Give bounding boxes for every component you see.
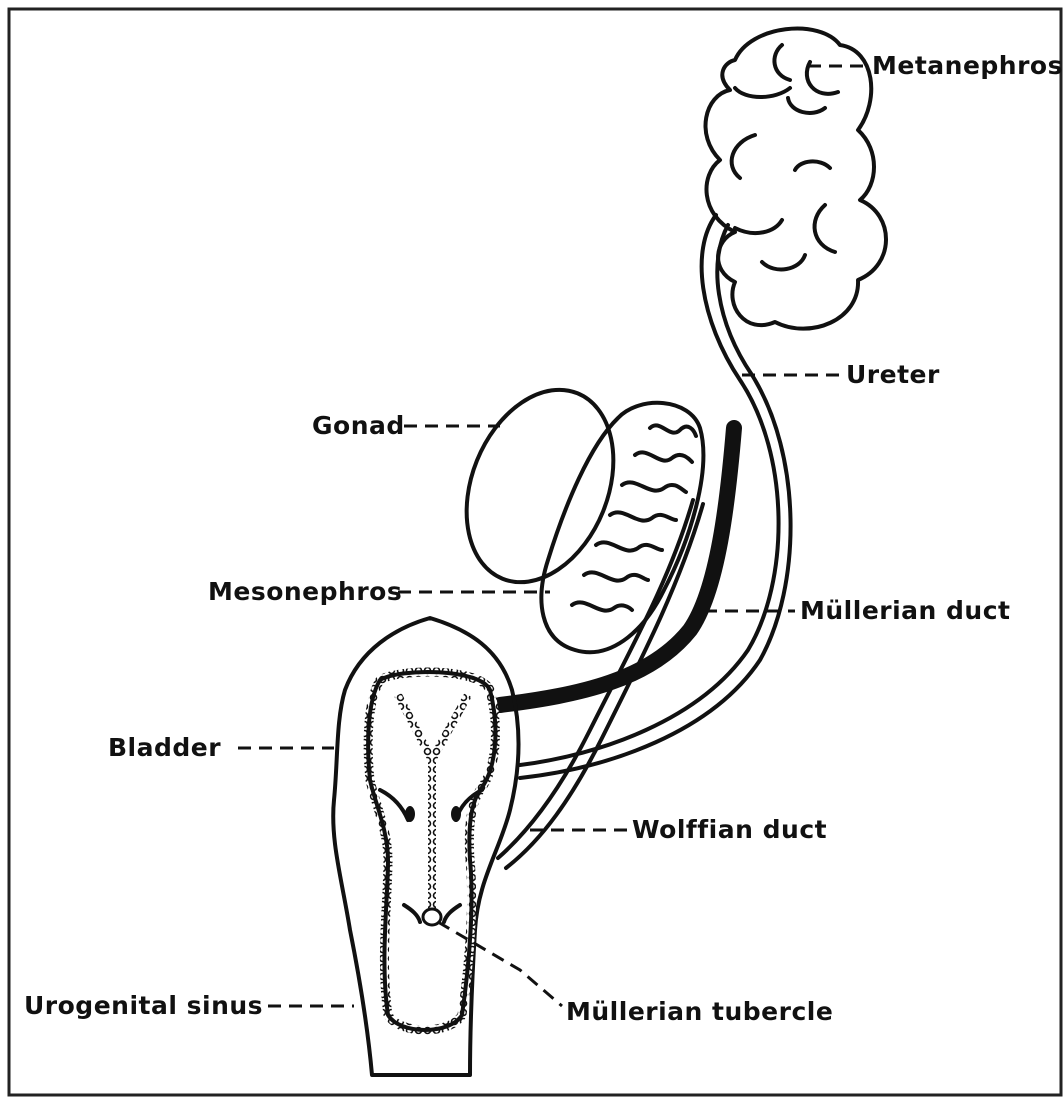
mullerian-duct-shape [500, 428, 734, 705]
label-ureter: Ureter [846, 360, 940, 389]
mesonephros-shape [541, 403, 703, 652]
gonad-shape [439, 368, 640, 604]
figure-frame [9, 9, 1061, 1095]
label-metanephros: Metanephros [872, 51, 1063, 80]
label-wolffian-duct: Wolffian duct [632, 815, 827, 844]
label-bladder: Bladder [108, 733, 221, 762]
bladder-shape [333, 618, 518, 1075]
label-mesonephros: Mesonephros [208, 577, 402, 606]
label-gonad: Gonad [312, 411, 405, 440]
label-urogenital-sinus: Urogenital sinus [24, 991, 263, 1020]
label-mullerian-tubercle: Müllerian tubercle [566, 997, 833, 1026]
label-mullerian-duct: Müllerian duct [800, 596, 1011, 625]
metanephros-shape [706, 29, 886, 329]
